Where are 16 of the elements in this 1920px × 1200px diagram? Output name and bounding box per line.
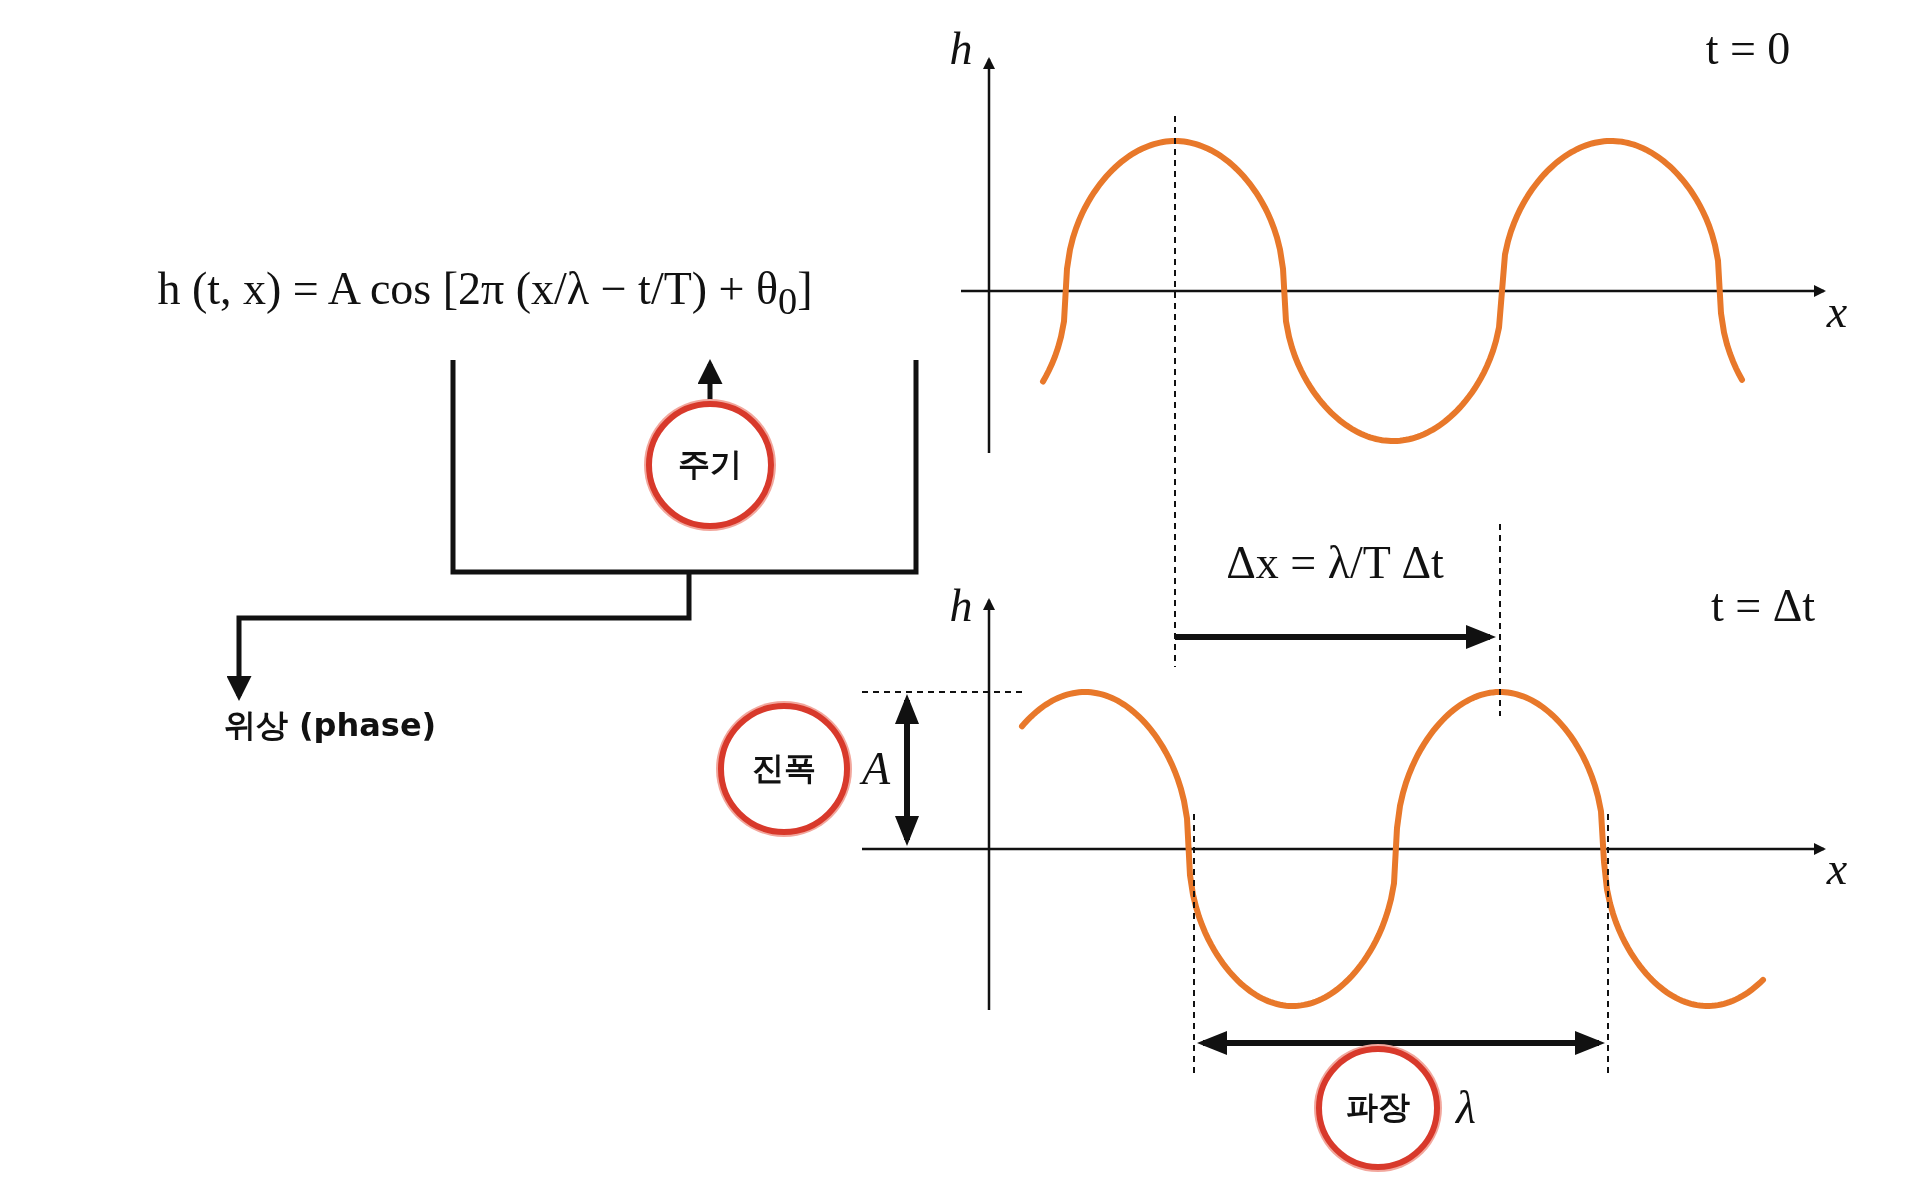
annotation-text: 위상 (phase) [223,705,437,746]
time-label: t = Δt [1710,583,1816,629]
axis-label: h [949,583,973,629]
symbol-label: λ [1456,1085,1476,1131]
wave-equation: h (t, x) = A cos [2π (x/λ − t/T) + θ$_{0}$] [157,261,813,324]
label-text: 주기 [678,444,742,485]
axis-label: x [1826,846,1848,892]
arrow [697,359,723,401]
bracket-arrow [226,357,919,701]
label-text: 파장 [1346,1087,1410,1128]
axis-label: x [1826,289,1848,335]
equation: Δx = λ/T Δt [1226,540,1444,586]
axis-label: h [949,26,973,72]
label-text: 진폭 [752,748,816,789]
time-label: t = 0 [1705,26,1791,72]
symbol-label: A [861,746,891,792]
